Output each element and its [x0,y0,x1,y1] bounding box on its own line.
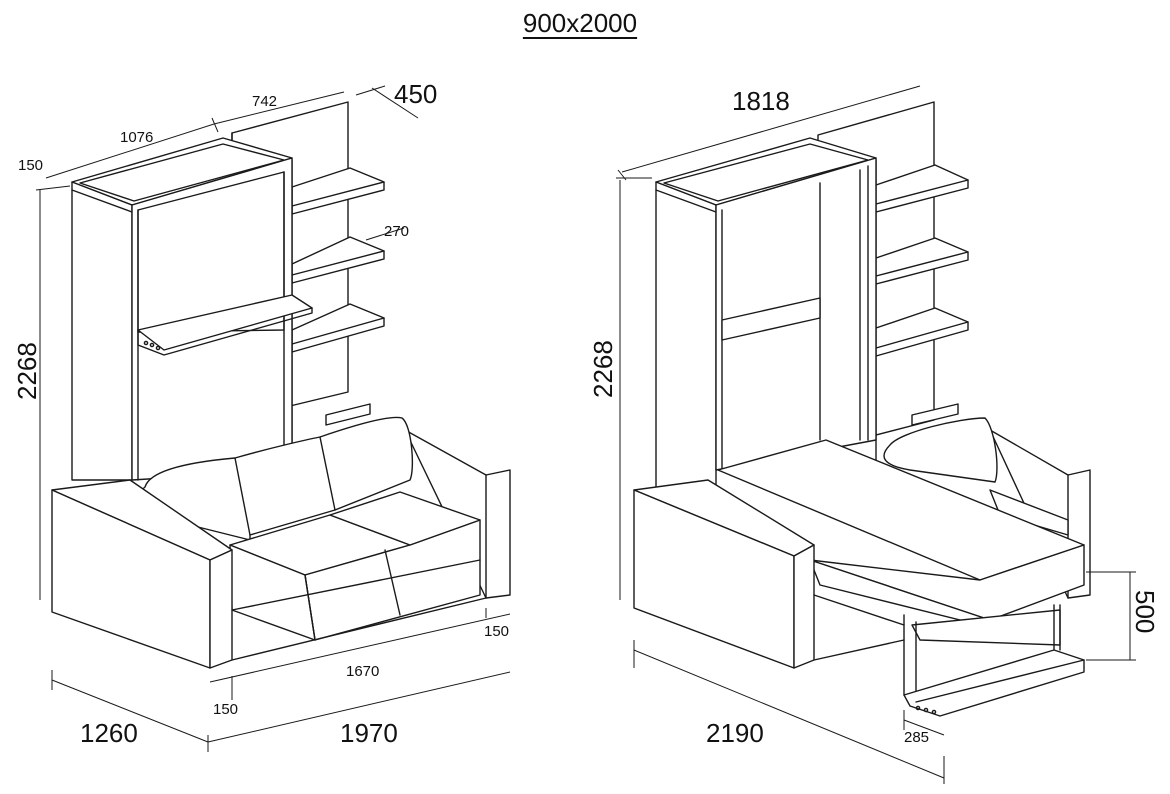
dim-depth-shelf: 450 [394,79,437,109]
right-dimension-lines [616,85,1136,784]
left-view: 742 450 1076 150 270 2268 150 1670 150 1… [12,79,511,752]
dim-leg-offset: 285 [904,729,929,746]
dim-arm-right: 150 [484,623,509,640]
dim-depth-top: 742 [252,93,277,110]
dim-height-left: 2268 [12,342,42,400]
dim-width-top: 1818 [732,86,790,116]
dim-total-width: 1970 [340,718,398,748]
dim-shelf-depth: 270 [384,223,409,240]
right-cabinet [655,137,877,501]
left-cabinet [71,137,313,481]
page-title: 900x2000 [522,8,638,38]
dim-panel-thickness: 150 [18,157,43,174]
dim-total-depth: 2190 [706,718,764,748]
dim-seat-width: 1670 [346,663,379,680]
dim-sofa-depth: 1260 [80,718,138,748]
dim-arm-left: 150 [213,701,238,718]
right-armrest-left [633,479,905,669]
dim-height-right: 2268 [588,340,618,398]
dim-bed-height: 500 [1130,590,1160,633]
right-view: 1818 2268 500 285 2190 [588,85,1160,784]
dim-width-cabinet: 1076 [120,129,153,146]
left-dimension-lines [35,85,511,752]
right-bed [717,439,1085,717]
left-sofa [51,416,511,669]
